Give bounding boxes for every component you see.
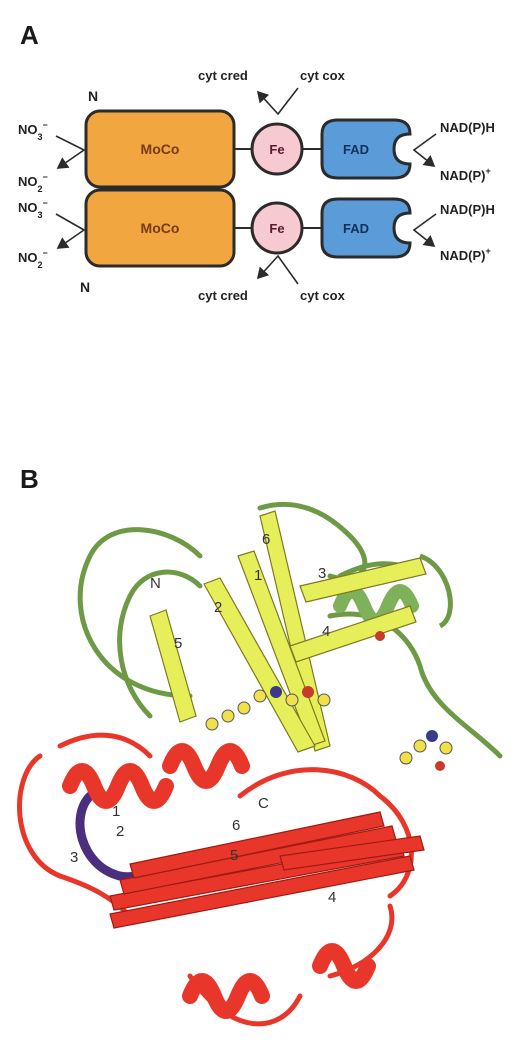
top-strand-label: 4	[322, 623, 330, 640]
nitrate-label: NO3−	[18, 198, 48, 220]
bottom-domain: 1 2 3 4 5 6 C	[20, 735, 424, 1024]
c-terminus-label: C	[258, 795, 269, 812]
row-1: MoCo N Fe FAD NO3− NO2− cyt cred cyt cox…	[18, 68, 495, 194]
cyt-red-label: cyt cred	[198, 68, 248, 83]
moco-label: MoCo	[141, 220, 180, 236]
n-terminus-label: N	[150, 575, 161, 592]
fe-label: Fe	[269, 142, 284, 157]
nitrite-label: NO2−	[18, 248, 48, 270]
cyt-ox-label: cyt cox	[300, 68, 346, 83]
panel-b-ribbon-structure: 6 1 2 3 4 5 N 1 2 3 4 5 6 C	[0, 496, 518, 1056]
fad-label: FAD	[343, 221, 369, 236]
panel-a-diagram: MoCo N Fe FAD NO3− NO2− cyt cred cyt cox…	[0, 0, 518, 320]
top-strand-label: 2	[214, 599, 222, 616]
nitrate-label: NO3−	[18, 120, 48, 142]
n-terminus-label: N	[80, 279, 90, 295]
cyt-red-label: cyt cred	[198, 288, 248, 303]
nitrite-label: NO2−	[18, 172, 48, 194]
n-terminus-label: N	[88, 88, 98, 104]
bottom-strand-label: 6	[232, 817, 240, 834]
bottom-strand-label: 5	[230, 847, 238, 864]
top-domain: 6 1 2 3 4 5 N	[80, 504, 500, 771]
nadp-label: NAD(P)+	[440, 246, 491, 263]
panel-b-label: B	[20, 464, 39, 495]
nadph-label: NAD(P)H	[440, 202, 495, 217]
nadp-label: NAD(P)+	[440, 166, 491, 183]
bottom-strand-label: 2	[116, 823, 124, 840]
top-strand-label: 5	[174, 635, 182, 652]
fad-label: FAD	[343, 142, 369, 157]
top-strand-label: 3	[318, 565, 326, 582]
row-2: MoCo N Fe FAD NO3− NO2− cyt cred cyt cox…	[18, 190, 495, 303]
bottom-strand-label: 4	[328, 889, 336, 906]
moco-label: MoCo	[141, 141, 180, 157]
nadph-label: NAD(P)H	[440, 120, 495, 135]
bottom-strand-label: 1	[112, 803, 120, 820]
top-strand-label: 6	[262, 531, 270, 548]
cyt-ox-label: cyt cox	[300, 288, 346, 303]
top-strand-label: 1	[254, 567, 262, 584]
bottom-strand-label: 3	[70, 849, 78, 866]
fe-label: Fe	[269, 221, 284, 236]
